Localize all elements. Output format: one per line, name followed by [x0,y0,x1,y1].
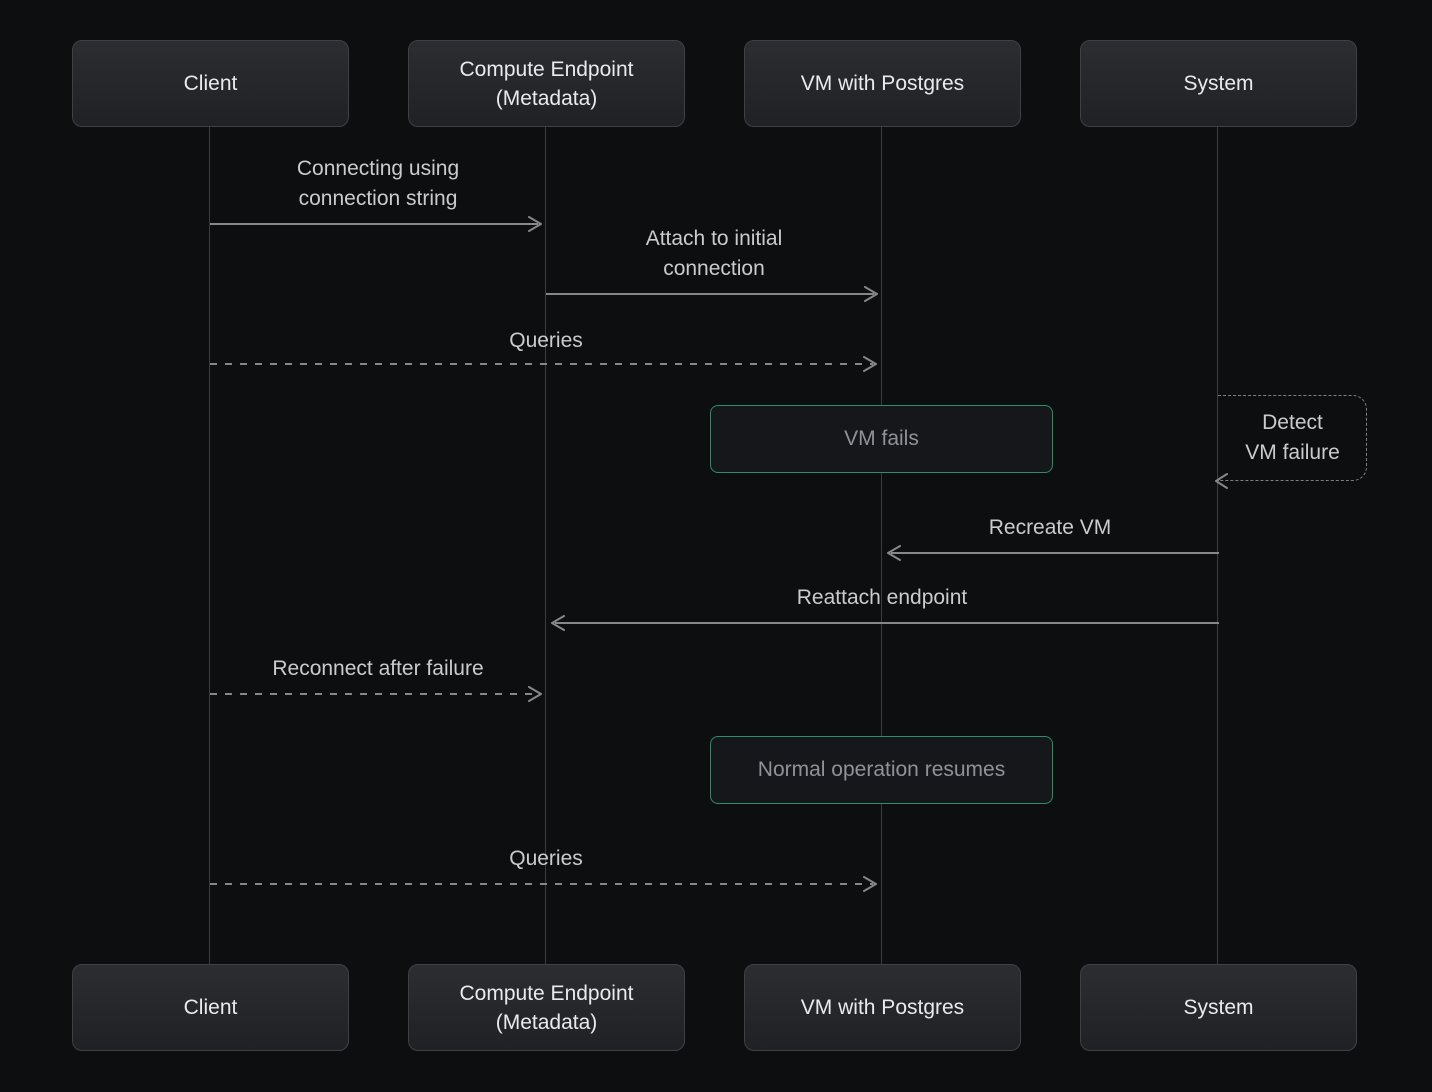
arrow-reattach-endpoint [551,615,1219,631]
lifeline-system [1217,127,1218,964]
note-normal-operation: Normal operation resumes [710,736,1053,804]
message-queries-2-label: Queries [509,847,583,870]
arrow-connecting [210,216,542,232]
self-message-arrowhead [1215,473,1228,489]
self-message-detect-vm-failure-label: Detect VM failure [1245,411,1340,464]
arrow-queries-1 [210,356,877,372]
actor-client-top: Client [72,40,349,127]
actor-compute-endpoint-top: Compute Endpoint (Metadata) [408,40,685,127]
actor-system-top: System [1080,40,1357,127]
message-queries-1-label: Queries [509,329,583,352]
message-recreate-vm-label: Recreate VM [988,516,1112,539]
actor-vm-postgres-top: VM with Postgres [744,40,1021,127]
arrow-recreate-vm [887,545,1219,561]
note-vm-fails: VM fails [710,405,1053,473]
self-message-detect-vm-failure [1218,395,1367,481]
message-reconnect-label: Reconnect after failure [272,657,484,680]
actor-system-bottom: System [1080,964,1357,1051]
arrow-attach [546,286,878,302]
actor-vm-postgres-bottom: VM with Postgres [744,964,1021,1051]
lifeline-compute-endpoint [545,127,546,964]
message-connecting-label: Connecting using connection string [296,157,460,210]
note-vm-fails-label: VM fails [844,427,919,450]
lifeline-vm-postgres [881,127,882,964]
lifeline-client [209,127,210,964]
arrow-reconnect [210,686,542,702]
note-normal-operation-label: Normal operation resumes [757,758,1006,781]
message-reattach-endpoint-label: Reattach endpoint [796,586,968,609]
arrow-queries-2 [210,876,877,892]
message-attach-label: Attach to initial connection [645,227,783,280]
actor-compute-endpoint-bottom: Compute Endpoint (Metadata) [408,964,685,1051]
actor-client-bottom: Client [72,964,349,1051]
